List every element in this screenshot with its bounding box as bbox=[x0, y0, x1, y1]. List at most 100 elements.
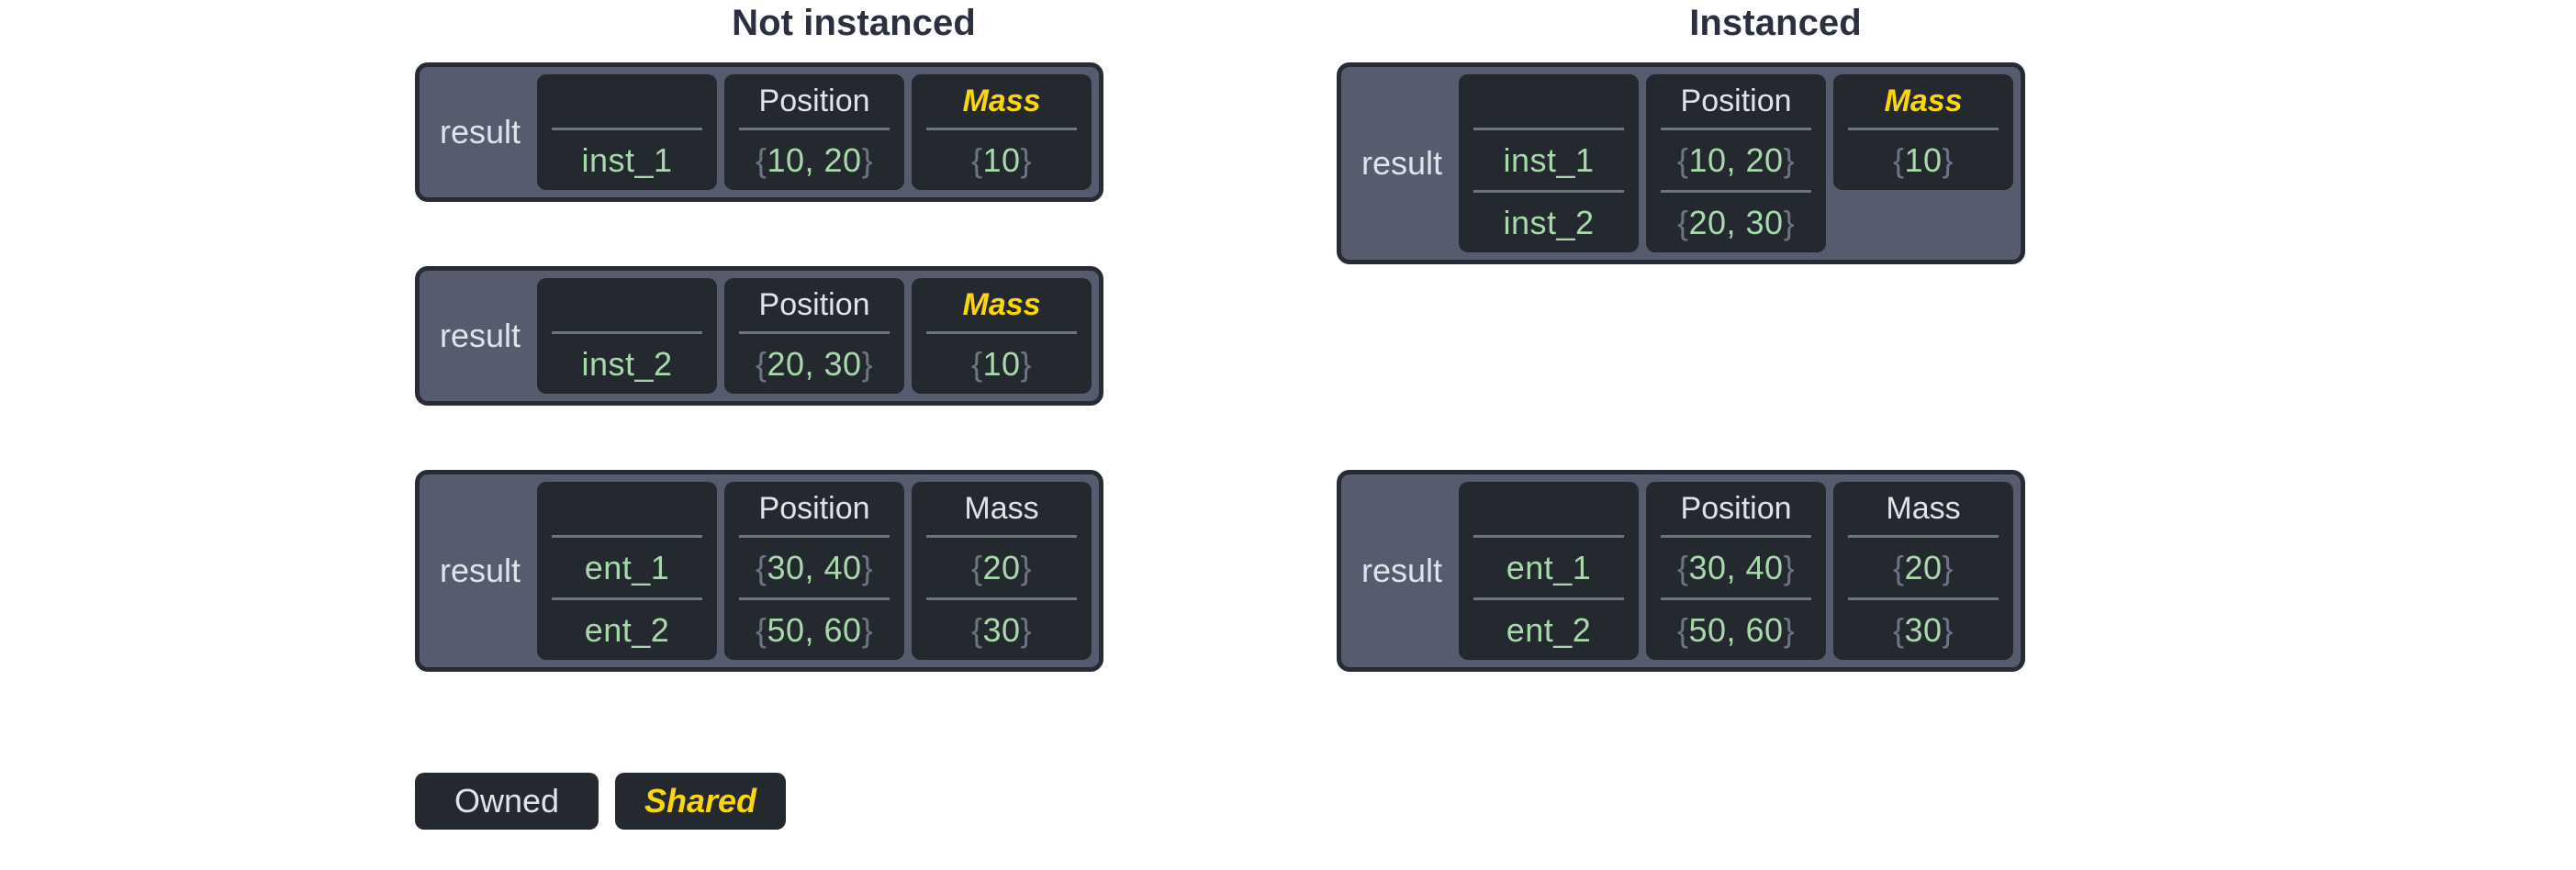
component-header bbox=[537, 482, 717, 535]
brace-close: } bbox=[1020, 344, 1033, 383]
result-label: result bbox=[1361, 552, 1443, 589]
component-header: Position bbox=[758, 84, 870, 118]
component-header: Mass bbox=[1886, 491, 1961, 526]
result-label: result bbox=[1361, 144, 1443, 182]
component-header: Mass bbox=[1884, 84, 1963, 118]
component-cell: {10} bbox=[926, 331, 1078, 394]
brace-open: { bbox=[970, 548, 983, 586]
component-column-position: Position {30, 40}{50, 60} bbox=[724, 482, 905, 660]
value-text: 30 bbox=[1904, 610, 1943, 649]
component-header: Mass bbox=[962, 84, 1041, 118]
component-cell: {10} bbox=[926, 128, 1078, 190]
component-column-position: Position{30, 40}{50, 60} bbox=[1646, 482, 1827, 660]
value-text: 30 bbox=[982, 610, 1021, 649]
brace-close: } bbox=[1783, 610, 1796, 649]
brace-close: } bbox=[1942, 548, 1954, 586]
component-header: Mass bbox=[962, 287, 1041, 322]
brace-open: { bbox=[1892, 140, 1905, 179]
brace-close: } bbox=[1020, 140, 1033, 179]
brace-close: } bbox=[1942, 140, 1954, 179]
component-cell: {50, 60} bbox=[739, 597, 890, 660]
component-columns: inst_2 Position {20, 30} Mass {10} bbox=[537, 271, 1099, 401]
value-text: 50, 60 bbox=[1688, 610, 1784, 649]
component-cell: {30, 40} bbox=[1661, 535, 1812, 597]
component-cell: {50, 60} bbox=[1661, 597, 1812, 660]
component-cell: {10, 20} bbox=[739, 128, 890, 190]
brace-close: } bbox=[1783, 140, 1796, 179]
component-cell: inst_2 bbox=[552, 331, 703, 394]
value-text: 10 bbox=[1904, 140, 1943, 179]
brace-open: { bbox=[1892, 610, 1905, 649]
value-text: 20 bbox=[1904, 548, 1943, 586]
brace-open: { bbox=[970, 610, 983, 649]
value-text: 20, 30 bbox=[767, 344, 862, 383]
component-column-position: Position{10, 20}{20, 30} bbox=[1646, 74, 1827, 252]
value-text: 50, 60 bbox=[767, 610, 862, 649]
component-cell: {30} bbox=[926, 597, 1078, 660]
value-text: 20, 30 bbox=[1688, 203, 1784, 241]
component-cell: {30, 40} bbox=[739, 535, 890, 597]
component-header bbox=[537, 278, 717, 331]
brace-close: } bbox=[861, 548, 874, 586]
component-header bbox=[1459, 482, 1639, 535]
component-column-mass: Mass {10} bbox=[1833, 74, 2014, 190]
brace-open: { bbox=[755, 344, 767, 383]
component-cell: {20, 30} bbox=[739, 331, 890, 394]
brace-close: } bbox=[861, 344, 874, 383]
value-text: 30, 40 bbox=[1688, 548, 1784, 586]
legend: Owned Shared bbox=[415, 773, 786, 830]
result-label: result bbox=[440, 552, 521, 589]
component-header: Mass bbox=[964, 491, 1039, 526]
component-header: Position bbox=[758, 491, 870, 526]
component-cell: {30} bbox=[1848, 597, 1999, 660]
component-cell: inst_1 bbox=[1473, 128, 1625, 190]
brace-open: { bbox=[1892, 548, 1905, 586]
result-label: result bbox=[440, 317, 521, 354]
brace-close: } bbox=[1942, 610, 1954, 649]
component-cell: ent_1 bbox=[552, 535, 703, 597]
component-column-entity: inst_1 bbox=[537, 74, 718, 190]
component-cell: {10, 20} bbox=[1661, 128, 1812, 190]
brace-open: { bbox=[755, 140, 767, 179]
value-text: 10 bbox=[982, 344, 1021, 383]
value-text: 30, 40 bbox=[767, 548, 862, 586]
brace-close: } bbox=[1020, 610, 1033, 649]
component-column-mass: Mass {20}{30} bbox=[912, 482, 1092, 660]
component-column-entity: inst_2 bbox=[537, 278, 718, 394]
value-text: 20 bbox=[982, 548, 1021, 586]
brace-open: { bbox=[1676, 610, 1689, 649]
value-text: 10, 20 bbox=[1688, 140, 1784, 179]
column-title-not-instanced: Not instanced bbox=[732, 3, 976, 43]
component-cell: ent_2 bbox=[552, 597, 703, 660]
brace-open: { bbox=[1676, 140, 1689, 179]
component-header bbox=[537, 74, 717, 128]
brace-close: } bbox=[861, 610, 874, 649]
brace-close: } bbox=[1783, 548, 1796, 586]
legend-chip-owned[interactable]: Owned bbox=[415, 773, 599, 830]
legend-chip-shared[interactable]: Shared bbox=[615, 773, 786, 830]
brace-open: { bbox=[1676, 203, 1689, 241]
component-cell: {10} bbox=[1848, 128, 1999, 190]
brace-open: { bbox=[970, 344, 983, 383]
component-column-mass: Mass {10} bbox=[912, 74, 1092, 190]
component-header: Position bbox=[1680, 84, 1792, 118]
result-table: result inst_1 Position {10, 20} Mass {10} bbox=[415, 62, 1104, 202]
result-label: result bbox=[440, 113, 521, 151]
component-header: Position bbox=[758, 287, 870, 322]
component-column-mass: Mass {10} bbox=[912, 278, 1092, 394]
component-column-mass: Mass{20}{30} bbox=[1833, 482, 2014, 660]
component-cell: ent_1 bbox=[1473, 535, 1625, 597]
brace-open: { bbox=[1676, 548, 1689, 586]
value-text: 10 bbox=[982, 140, 1021, 179]
